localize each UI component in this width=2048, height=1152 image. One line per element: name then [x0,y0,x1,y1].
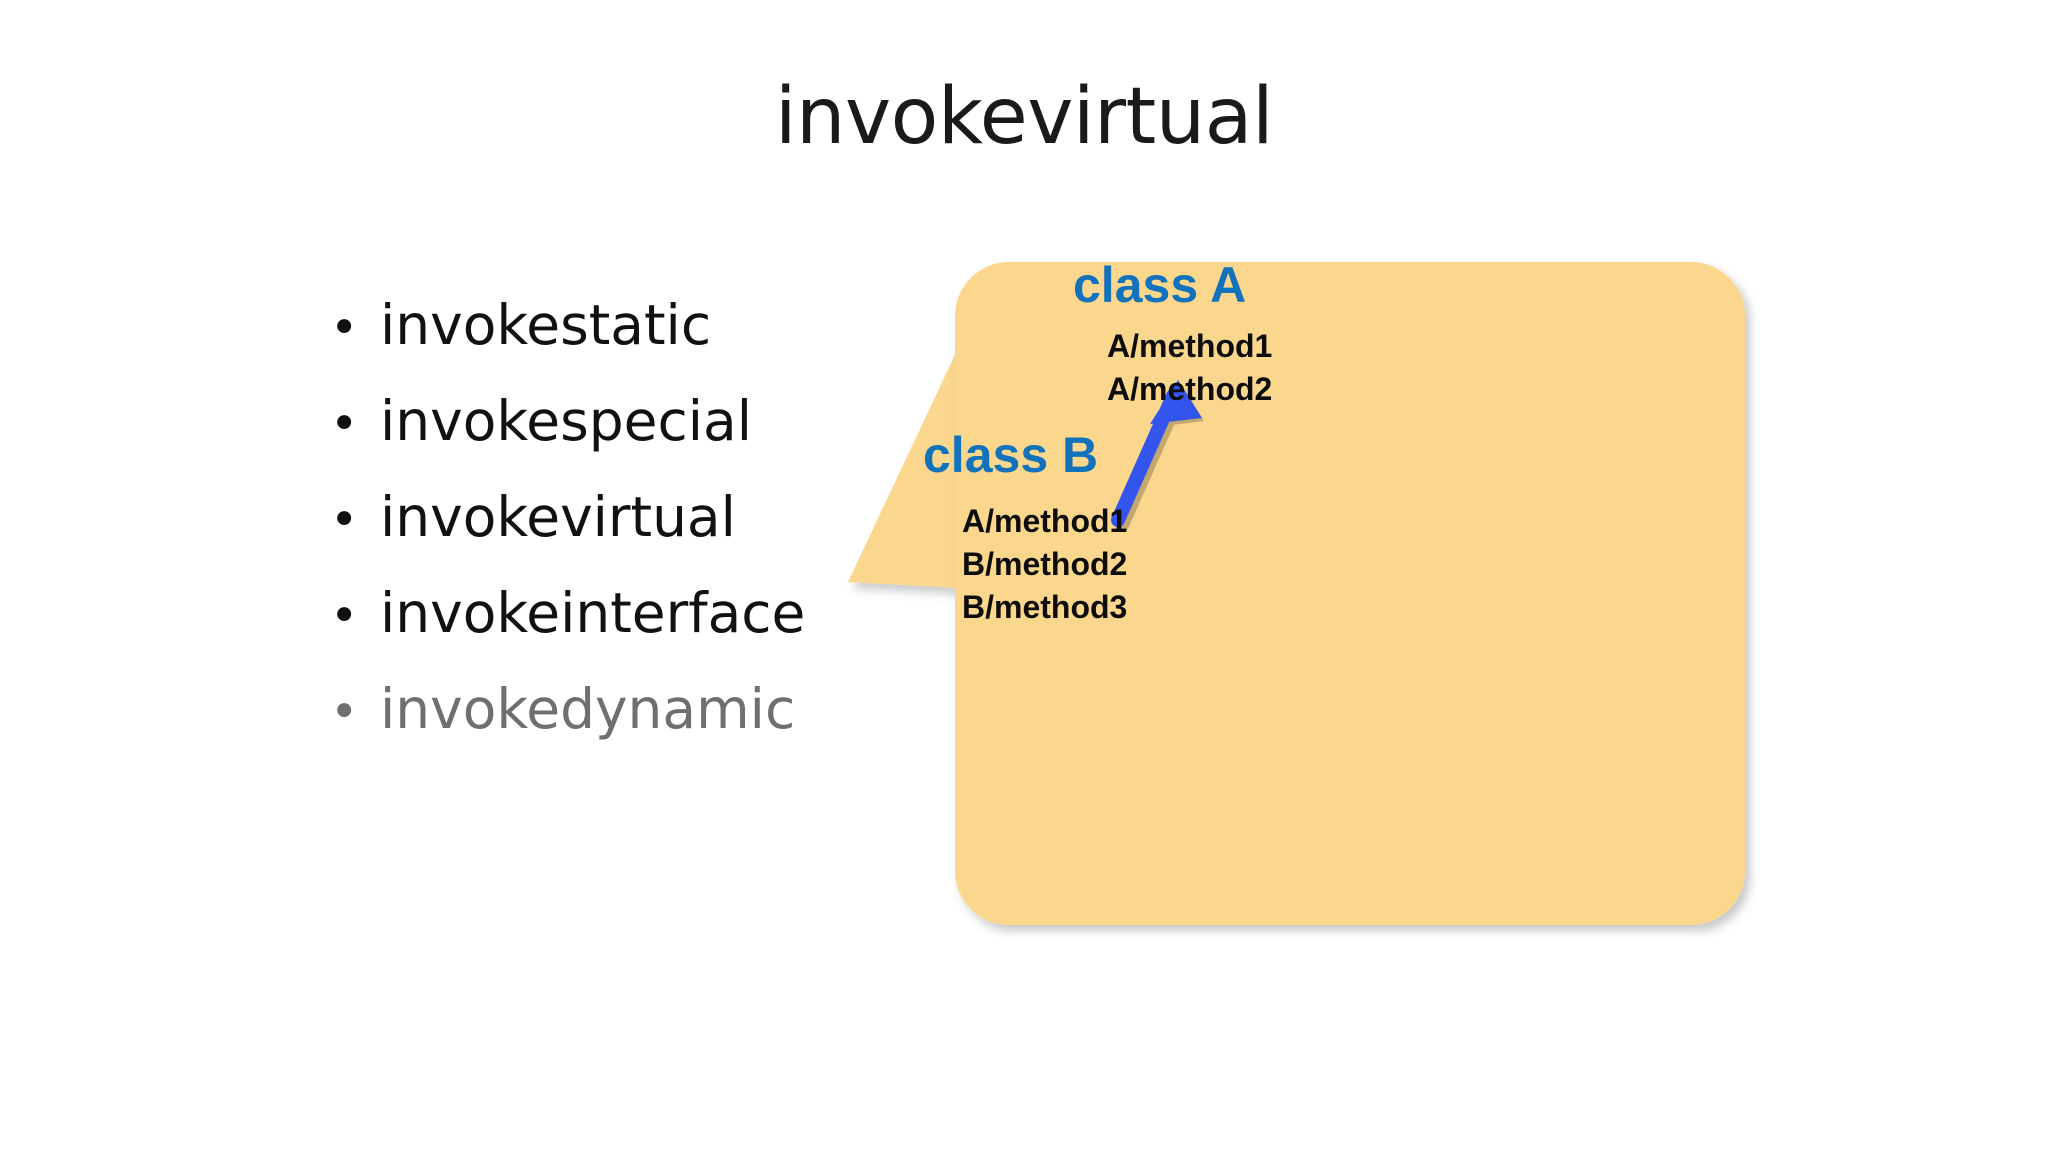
class-b-heading: class B [923,427,1099,483]
list-item-label: invokespecial [380,389,752,453]
method-entry: A/method1 [1107,328,1273,364]
list-item[interactable]: • invokedynamic [330,661,950,757]
method-entry: B/method3 [962,589,1128,625]
list-item-label: invokeinterface [380,581,806,645]
bullet-dot-icon: • [330,588,359,644]
class-a-method-list: A/method1 A/method2 [1107,325,1272,411]
list-item[interactable]: • invokestatic [330,277,950,373]
class-a-heading: class A [1073,257,1247,313]
instruction-bullet-list: • invokestatic • invokespecial • invokev… [330,277,950,757]
class-b-method-list: A/method1 B/method2 B/method3 [962,500,1127,629]
page-title: invokevirtual [774,72,1274,162]
method-entry: A/method1 [962,503,1128,539]
bullet-dot-icon: • [330,492,359,548]
method-entry: A/method2 [1107,371,1273,407]
list-item-label: invokevirtual [380,485,736,549]
list-item-label: invokestatic [380,293,712,357]
bullet-dot-icon: • [330,684,359,740]
list-item[interactable]: • invokeinterface [330,565,950,661]
list-item[interactable]: • invokespecial [330,373,950,469]
callout-shape [848,262,1745,925]
bullet-dot-icon: • [330,300,359,356]
bullet-dot-icon: • [330,396,359,452]
class-hierarchy-callout: class A A/method1 A/method2 class B A/me… [820,230,1800,970]
method-entry: B/method2 [962,546,1128,582]
list-item-label: invokedynamic [380,677,796,741]
inheritance-arrow-icon [1111,380,1204,532]
list-item[interactable]: • invokevirtual [330,469,950,565]
